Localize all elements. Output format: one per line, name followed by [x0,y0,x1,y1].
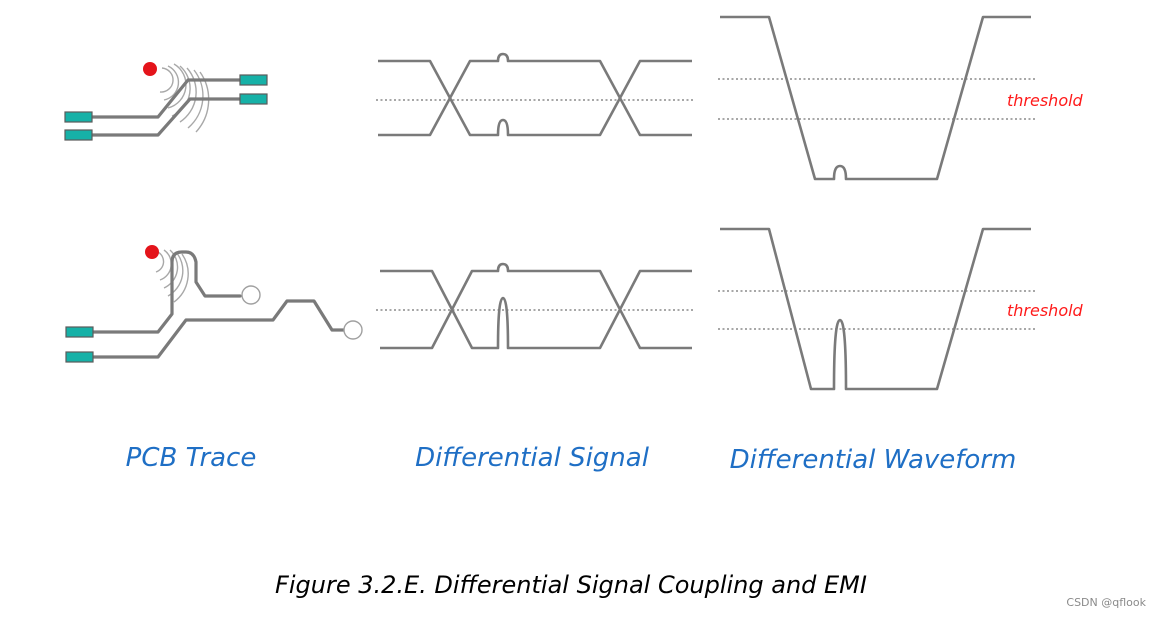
threshold-label: threshold [1007,91,1084,110]
signal-p-top [378,59,692,137]
via-icon [241,285,261,305]
waveform-bottom [720,227,1031,391]
signal-n-top [378,52,692,137]
watermark: CSDN @qflook [1066,596,1146,609]
figure-caption: Figure 3.2.E. Differential Signal Coupli… [275,571,867,599]
differential-waveform-bottom: threshold [718,227,1084,391]
signal-p-bottom [380,269,692,350]
pad-icon [65,351,94,363]
panel-title-differential-signal: Differential Signal [415,443,650,473]
via-icon [343,320,363,340]
signal-n-bottom [380,262,692,350]
trace-p-top [90,78,242,119]
pad-icon [64,129,93,141]
pad-icon [239,93,268,105]
pcb-trace-bottom [65,245,363,363]
differential-signal-top [376,52,694,137]
pad-icon [239,74,268,86]
trace-p-bottom [91,250,242,334]
differential-signal-bottom [376,262,694,350]
emi-source-icon [143,62,157,76]
pad-icon [64,111,93,123]
trace-n-top [90,97,242,137]
waveform-top [720,15,1031,181]
trace-n-bottom [91,299,347,359]
threshold-label: threshold [1007,301,1084,320]
panel-title-differential-waveform: Differential Waveform [730,445,1017,475]
emi-source-icon [145,245,159,259]
pad-icon [65,326,94,338]
panel-title-pcb-trace: PCB Trace [126,443,257,473]
pcb-trace-top [64,62,268,141]
differential-waveform-top: threshold [718,15,1084,181]
